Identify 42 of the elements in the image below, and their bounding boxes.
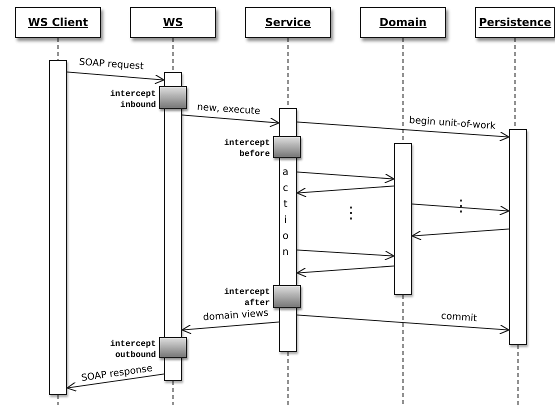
interceptor-label: intercept inbound	[109, 89, 156, 111]
interceptor-box	[273, 285, 301, 308]
lifeline-header	[475, 7, 555, 38]
activation-bar	[394, 143, 412, 295]
participant-name: Persistence	[478, 16, 552, 29]
activation-bar	[509, 129, 527, 345]
vertical-label: action	[280, 167, 292, 263]
interceptor-label: intercept after	[223, 287, 270, 309]
participant-name: WS Client	[28, 16, 88, 29]
message-arrow	[296, 172, 395, 184]
lifeline	[402, 294, 404, 405]
activation-bar	[49, 60, 67, 395]
message-arrow	[296, 266, 394, 278]
ellipsis-mark: ⋮	[343, 205, 359, 221]
edge-label: domain views	[202, 308, 270, 324]
lifeline-header	[130, 7, 216, 38]
lifeline	[172, 38, 174, 72]
message-arrow	[66, 374, 164, 392]
interceptor-label: intercept before	[223, 138, 270, 160]
message-arrow	[296, 250, 395, 260]
edge-label: new, execute	[196, 102, 262, 118]
message-arrow	[412, 204, 510, 216]
participant-name: Domain	[379, 16, 427, 29]
edge-label: SOAP request	[78, 56, 145, 72]
interceptor-label: intercept outbound	[109, 339, 156, 361]
interceptor-box	[159, 337, 187, 358]
participant-name: Service	[265, 16, 311, 29]
message-arrow	[182, 114, 280, 128]
lifeline-header	[15, 7, 101, 38]
edge-label: commit	[440, 310, 478, 324]
lifeline-header	[360, 7, 446, 38]
lifeline	[172, 380, 174, 405]
participant-name: WS	[162, 16, 184, 29]
message-arrow	[296, 122, 510, 142]
message-arrow	[66, 72, 165, 84]
interceptor-box	[159, 86, 187, 109]
ellipsis-mark: ⋮	[453, 198, 469, 214]
message-arrow	[296, 186, 394, 198]
interceptor-box	[273, 136, 301, 158]
lifeline-header	[245, 7, 331, 38]
message-arrow	[296, 314, 510, 334]
message-arrow	[411, 228, 510, 240]
